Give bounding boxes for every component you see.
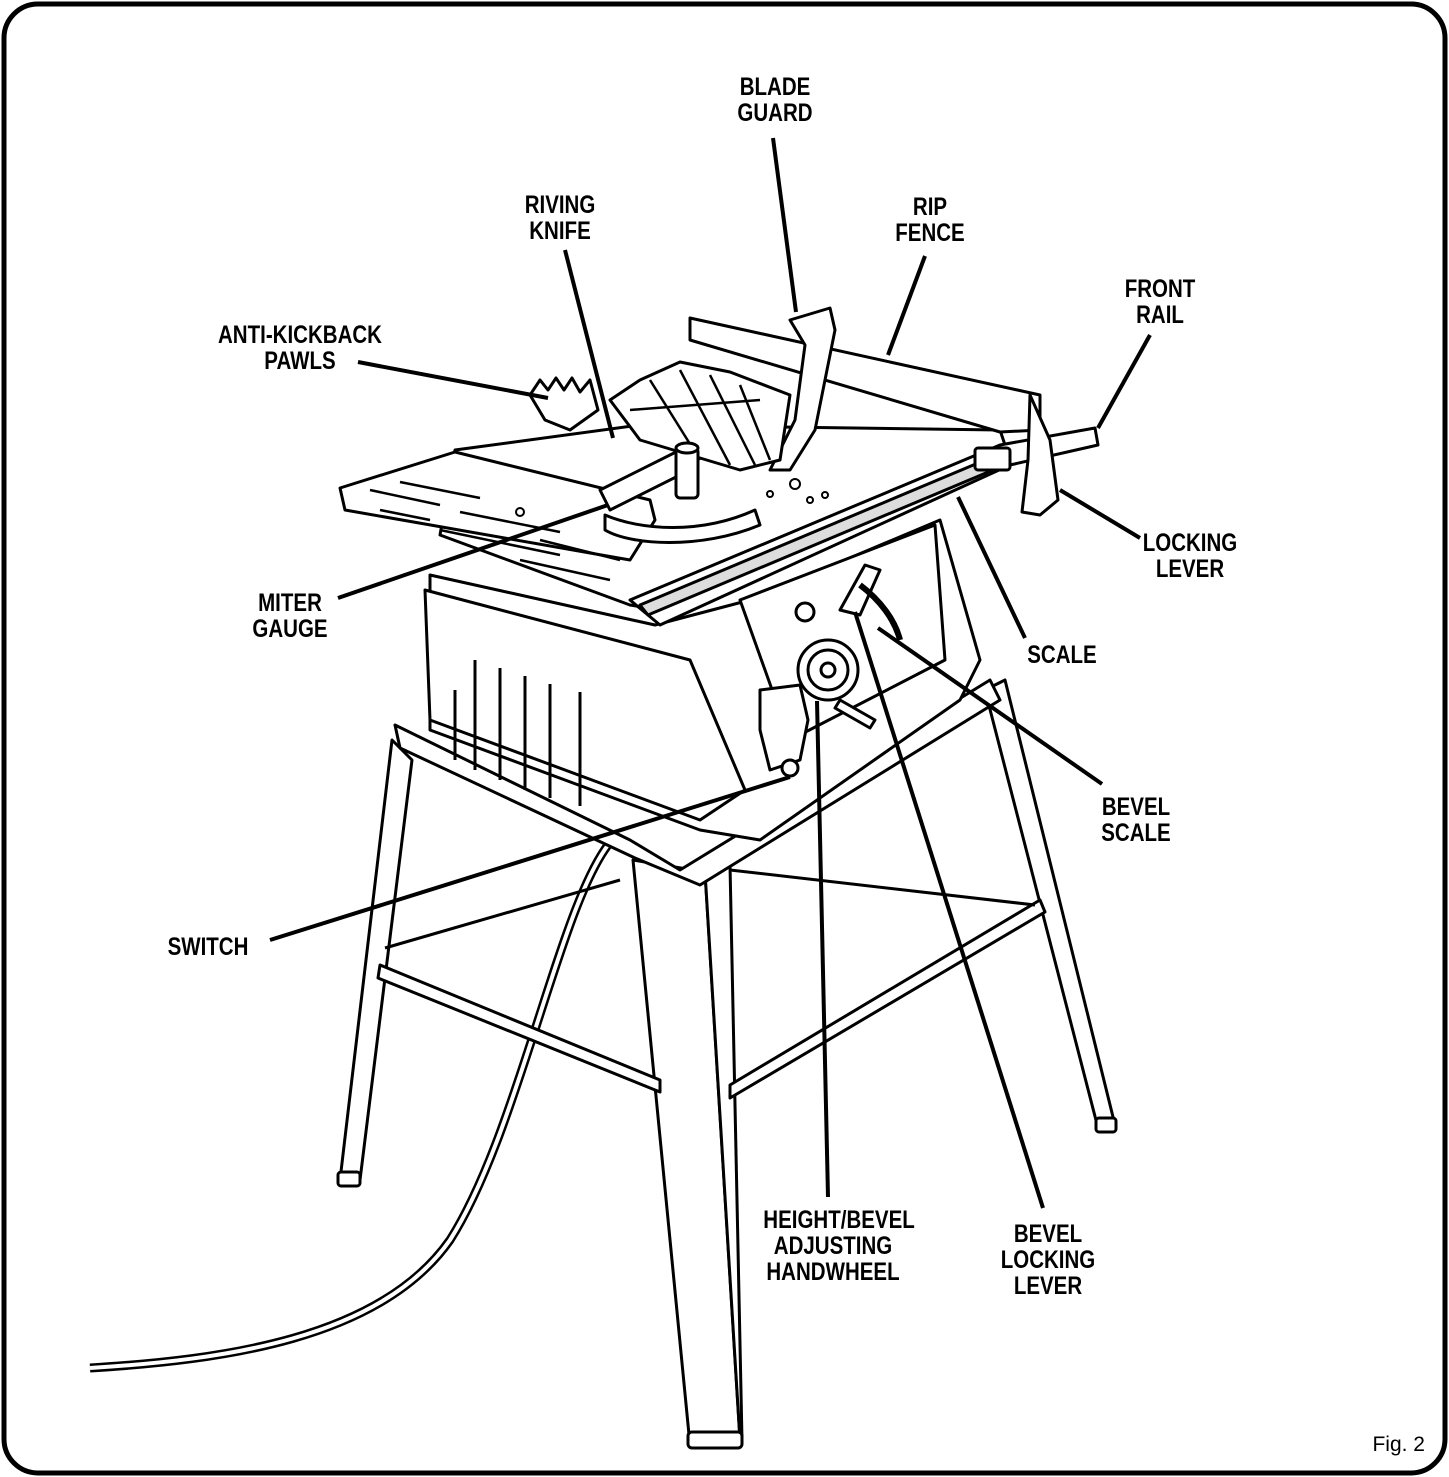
label-scale: SCALE <box>1027 641 1097 669</box>
vent-slots <box>453 660 582 806</box>
table-saw-illustration <box>89 306 1118 1450</box>
leader-miter-gauge <box>337 503 609 600</box>
leader-front-rail <box>1096 334 1152 429</box>
leader-riving-knife <box>563 249 615 439</box>
anti-kickback-pawl <box>528 376 600 432</box>
extension-wing <box>338 450 657 562</box>
leader-anti-kickback-pawls <box>357 360 549 400</box>
leader-scale <box>956 496 1027 639</box>
lower-brace-right <box>728 898 1047 1100</box>
leader-switch <box>269 775 791 942</box>
switch-housing <box>758 683 810 772</box>
stand-top-frame <box>393 678 1002 887</box>
leader-bevel-locking-lever <box>853 611 1045 1209</box>
miter-gauge-protractor <box>603 508 762 544</box>
leader-bevel-scale <box>876 626 1104 786</box>
fence-clamp <box>973 446 1012 472</box>
leader-rip-fence <box>886 255 927 356</box>
lower-brace-left <box>376 963 662 1094</box>
figure-caption: Fig. 2 <box>1372 1433 1425 1456</box>
bevel-scale-arc <box>858 582 903 641</box>
label-switch: SWITCH <box>167 933 249 961</box>
blade-guard-arm <box>768 306 837 472</box>
leader-blade-guard <box>771 137 798 313</box>
front-rail <box>628 426 1100 627</box>
leader-locking-lever <box>1058 488 1142 540</box>
handwheel-handle <box>833 698 877 730</box>
table-holes <box>515 478 829 517</box>
housing-front-panel <box>423 588 747 822</box>
rip-fence-locking-lever <box>1020 393 1060 517</box>
leader-handwheel <box>815 700 830 1198</box>
lower-brace-back <box>384 868 1036 950</box>
rip-fence <box>688 316 1042 434</box>
